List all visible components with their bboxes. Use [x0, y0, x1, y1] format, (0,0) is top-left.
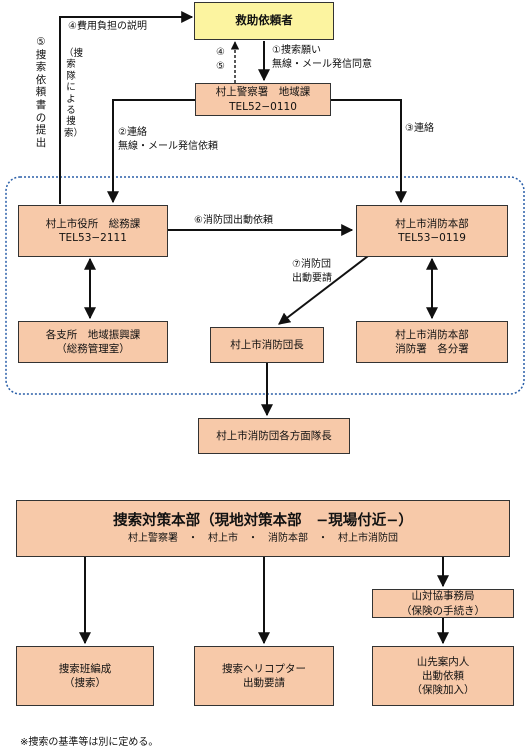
- text-line: ②連絡: [118, 127, 147, 138]
- node-area-captains: 村上市消防団各方面隊長: [198, 418, 350, 454]
- node-fire-station: 村上市消防本部消防署 各分署: [356, 321, 508, 363]
- text-line: 村上警察署 地域課: [215, 86, 311, 99]
- text-line: 捜索ヘリコプター: [222, 662, 306, 675]
- arrow-report-to-requester: [59, 11, 194, 204]
- text-line: 村上市消防団各方面隊長: [216, 429, 332, 442]
- arrow-fire-to-chief: [278, 252, 373, 325]
- text-line: TEL52−0110: [229, 100, 297, 113]
- label-step5-vertical: ⑤捜索依頼書の提出: [35, 36, 47, 149]
- search-hq-members: 村上警察署 ・ 村上市 ・ 消防本部 ・ 村上市消防団: [128, 532, 398, 544]
- text-line: 山対協事務局: [411, 590, 475, 603]
- text-line: ④費用負担の説明: [68, 21, 147, 32]
- text-line: TEL53−0119: [398, 232, 466, 244]
- node-fire-hq: 村上市消防本部 TEL53−0119: [356, 205, 508, 257]
- text-line: 無線・メール発信依頼: [118, 140, 218, 152]
- node-requester: 救助依頼者: [194, 2, 334, 40]
- label-step3: ③連絡: [405, 122, 434, 136]
- text-line: ④: [216, 47, 225, 58]
- arrow-police-to-fire: [331, 99, 407, 204]
- text-line: 出動要請: [243, 677, 285, 689]
- text-line: 無線・メール発信同意: [272, 58, 372, 70]
- node-guide: 山先案内人出動依頼 （保険加入）: [372, 646, 514, 706]
- node-helicopter: 捜索ヘリコプター出動要請: [194, 646, 334, 706]
- text-line: ⑥消防団出動依頼: [194, 215, 273, 226]
- text-line: 出動依頼: [422, 669, 464, 682]
- footnote: ※捜索の基準等は別に定める。: [20, 737, 159, 748]
- search-hq-title: 捜索対策本部（現地対策本部 −現場付近−）: [113, 512, 413, 529]
- label-step7: ⑦消防団出動要請: [292, 258, 332, 285]
- text-line: 捜索班編成: [58, 662, 112, 675]
- label-step2: ②連絡無線・メール発信依頼: [118, 126, 218, 153]
- text-line: （総務管理室）: [56, 343, 130, 355]
- node-search-team: 捜索班編成 （捜索）: [16, 646, 154, 706]
- node-mountain-office: 山対協事務局（保険の手続き）: [372, 589, 514, 618]
- text-line: 村上市役所 総務課: [45, 217, 141, 230]
- text-line: 村上市消防本部: [395, 217, 469, 230]
- text-line: 救助依頼者: [235, 13, 293, 28]
- arrow-police-to-city: [107, 99, 195, 204]
- text-line: 山先案内人: [416, 655, 470, 668]
- text-line: 出動要請: [292, 272, 332, 284]
- label-step4: ④費用負担の説明: [68, 20, 147, 34]
- text-line: 村上市消防団長: [230, 338, 304, 351]
- node-fire-chief: 村上市消防団長: [210, 327, 324, 363]
- node-search-hq: 捜索対策本部（現地対策本部 −現場付近−） 村上警察署 ・ 村上市 ・ 消防本部…: [16, 500, 510, 557]
- municipal-group-border: [5, 176, 525, 395]
- node-branch: 各支所 地域振興課 （総務管理室）: [18, 321, 168, 363]
- label-step5-paren-vertical: （捜索隊による捜索）: [64, 48, 84, 139]
- text-line: ⑤: [216, 60, 225, 72]
- text-line: （捜索）: [64, 677, 106, 689]
- text-line: ③連絡: [405, 123, 434, 134]
- text-line: TEL53−2111: [59, 232, 127, 244]
- node-city-office: 村上市役所 総務課 TEL53−2111: [18, 205, 168, 257]
- text-line: 各支所 地域振興課: [45, 328, 141, 341]
- text-line: （保険の手続き）: [401, 604, 485, 617]
- label-step1: ①捜索願い無線・メール発信同意: [272, 44, 372, 71]
- text-line: ⑦消防団: [292, 259, 331, 270]
- label-step6: ⑥消防団出動依頼: [194, 214, 273, 228]
- text-line: （保険加入）: [411, 684, 475, 697]
- text-line: 消防署 各分署: [395, 343, 469, 355]
- text-line: ①捜索願い: [272, 45, 321, 56]
- text-line: 村上市消防本部: [395, 328, 469, 341]
